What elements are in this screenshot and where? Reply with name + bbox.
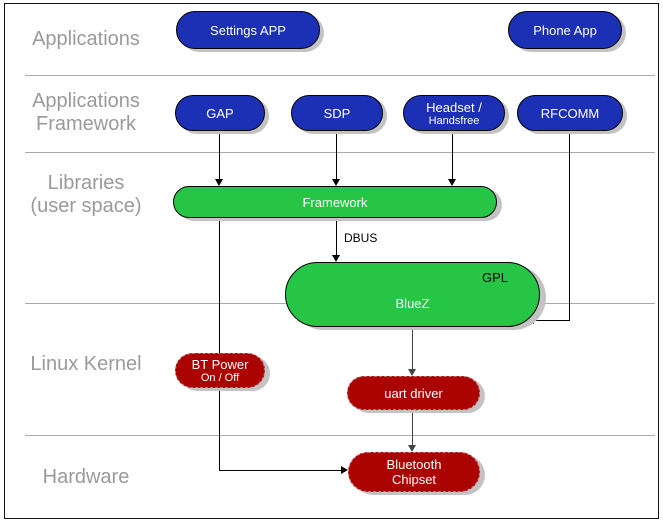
arrowhead-headset-framework	[448, 179, 456, 186]
node-headset-label-line2: Handsfree	[428, 114, 480, 127]
edge-headset-to-framework	[452, 134, 453, 180]
node-bt-power-label-line1: BT Power	[191, 357, 249, 372]
arrowhead-framework-bluez	[332, 255, 340, 262]
node-bt-power[interactable]: BT Power On / Off	[175, 353, 265, 388]
node-headset-label-line1: Headset /	[426, 99, 482, 115]
band-label-linux-kernel: Linux Kernel	[30, 353, 142, 375]
divider-applications	[25, 75, 655, 76]
node-bt-power-label-line2: On / Off	[200, 372, 240, 384]
node-phone-app-label: Phone App	[533, 22, 597, 38]
divider-applications-framework	[25, 152, 655, 153]
edge-framework-to-bluez	[336, 218, 337, 256]
edge-gap-to-chipset-vertical	[219, 186, 220, 471]
node-sdp-label: SDP	[323, 105, 351, 121]
band-label-hardware: Hardware	[42, 466, 130, 488]
arrowhead-uart-chipset	[408, 445, 416, 452]
node-gap-label: GAP	[206, 105, 234, 121]
arrowhead-bluez-uart	[408, 369, 416, 376]
edge-label-dbus: DBUS	[344, 231, 378, 245]
node-bluez[interactable]: BlueZ	[285, 262, 540, 327]
node-settings-app[interactable]: Settings APP	[176, 11, 320, 49]
edge-gap-to-chipset-horizontal	[219, 470, 344, 471]
node-framework[interactable]: Framework	[173, 186, 497, 218]
node-chipset-label-line1: Bluetooth	[386, 457, 442, 472]
node-sdp[interactable]: SDP	[291, 95, 383, 131]
node-framework-label: Framework	[302, 194, 368, 210]
band-label-applications-framework: Applications Framework	[32, 90, 140, 135]
edge-gap-to-framework	[219, 134, 220, 180]
node-bluez-label: BlueZ	[395, 296, 430, 311]
arrowhead-gap-chipset	[341, 466, 348, 474]
arrowhead-sdp-framework	[332, 179, 340, 186]
arrowhead-gap-framework	[215, 179, 223, 186]
node-uart-driver-label: uart driver	[384, 385, 443, 401]
node-phone-app[interactable]: Phone App	[508, 11, 622, 49]
node-settings-app-label: Settings APP	[210, 22, 286, 38]
edge-rfcomm-to-bluez-horizontal	[534, 320, 570, 321]
band-label-applications: Applications	[32, 28, 140, 50]
edge-rfcomm-to-bluez-vertical	[569, 134, 570, 321]
node-uart-driver[interactable]: uart driver	[347, 376, 480, 410]
edge-sdp-to-framework	[336, 134, 337, 180]
node-chipset-label-line2: Chipset	[391, 472, 437, 487]
band-label-libraries: Libraries (user space)	[30, 172, 142, 217]
node-headset-handsfree[interactable]: Headset / Handsfree	[403, 95, 505, 131]
edge-uart-to-chipset	[412, 410, 413, 448]
node-rfcomm[interactable]: RFCOMM	[517, 95, 623, 131]
node-badge-gpl: GPL	[482, 270, 509, 285]
node-gap[interactable]: GAP	[175, 95, 265, 131]
node-bluetooth-chipset[interactable]: Bluetooth Chipset	[348, 452, 480, 492]
node-rfcomm-label: RFCOMM	[540, 105, 600, 121]
divider-linux-kernel	[25, 435, 655, 436]
edge-bluez-to-uart	[412, 327, 413, 371]
